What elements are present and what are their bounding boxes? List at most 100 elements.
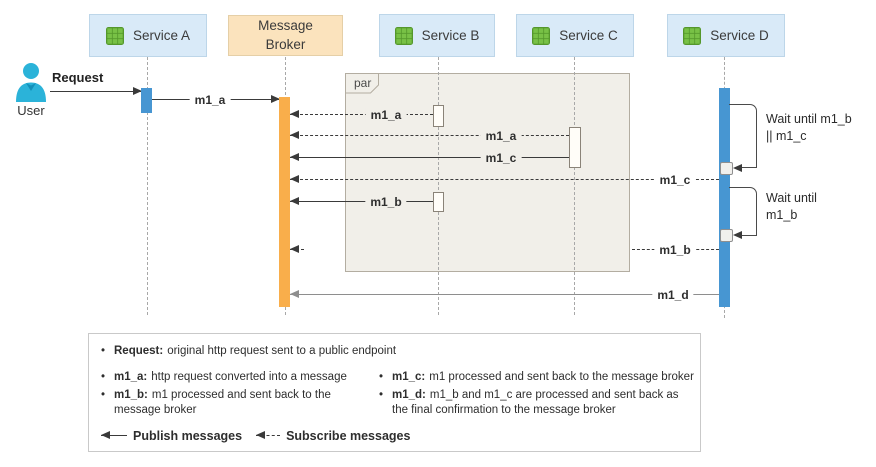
participant-message-broker: Message Broker (228, 15, 343, 56)
legend-box: • Request:original http request sent to … (88, 333, 701, 452)
par-fragment-box (345, 73, 630, 272)
message-label: m1_a (480, 129, 522, 143)
message-label: m1_c (654, 173, 696, 187)
wait-note-line: m1_b (766, 208, 798, 222)
message-m1b-d-to-broker-tail: m1_b (632, 243, 719, 257)
legend-arrow-key: Publish messages Subscribe messages (100, 429, 411, 443)
arrowhead-left-icon (733, 163, 742, 172)
participant-service-b: Service B (379, 14, 495, 57)
participant-label: Message Broker (258, 18, 313, 52)
participant-service-a: Service A (89, 14, 207, 57)
wait-note-2: Wait until m1_b (766, 190, 817, 224)
arrowhead-left-icon (733, 231, 742, 239)
actor-label: User (17, 103, 45, 118)
arrow-line (290, 114, 433, 115)
activation-service-c (568, 127, 581, 168)
participant-label: Service D (710, 28, 769, 43)
lifeline-service-c (573, 57, 575, 315)
message-m1b-d-to-broker-head (289, 244, 304, 255)
arrowhead-left-icon (289, 175, 299, 183)
wait-note-line: Wait until m1_b (766, 112, 852, 126)
participant-service-d: Service D (667, 14, 785, 57)
message-label: m1_c (480, 151, 522, 165)
message-label: m1_d (652, 288, 694, 302)
activation-service-b-1 (432, 105, 444, 127)
arrow-line (290, 157, 569, 158)
message-m1a-b-to-broker: m1_a (289, 108, 433, 122)
arrowhead-left-icon (289, 290, 299, 298)
legend-text: m1 processed and sent back to the messag… (429, 371, 694, 383)
legend-key: Request: (114, 345, 164, 357)
arrowhead-right-icon (270, 95, 280, 103)
legend-key: m1_a: (114, 371, 148, 383)
activation-service-a (141, 88, 152, 113)
legend-text: m1_b and m1_c are processed and sent bac… (392, 389, 679, 416)
message-request-arrow (50, 86, 142, 97)
legend-item-m1a: • m1_a:http request converted into a mes… (101, 370, 377, 385)
request-message-label: Request (52, 70, 104, 85)
arrowhead-left-icon (289, 197, 299, 205)
message-label: m1_a (189, 93, 231, 107)
par-fragment-tab (345, 73, 379, 94)
legend-text: m1 processed and sent back to the messag… (114, 389, 331, 416)
legend-key: m1_b: (114, 389, 148, 401)
grid-service-icon (105, 26, 124, 45)
publish-label: Publish messages (133, 429, 243, 443)
message-label: m1_a (365, 108, 407, 122)
wait-loop-1-bottom (741, 167, 757, 168)
participant-service-c: Service C (516, 14, 634, 57)
message-m1d-d-to-broker: m1_d (289, 288, 719, 302)
activation-message-broker (279, 97, 290, 307)
subscribe-label: Subscribe messages (286, 429, 411, 443)
legend-item-m1b: • m1_b:m1 processed and sent back to the… (101, 388, 377, 418)
bullet-icon: • (379, 389, 384, 401)
bullet-icon: • (101, 345, 106, 357)
legend-item-request: • Request:original http request sent to … (101, 344, 661, 359)
arrow-line (290, 201, 433, 202)
grid-service-icon (394, 26, 413, 45)
legend-text: original http request sent to a public e… (167, 345, 397, 357)
grid-service-icon (532, 26, 551, 45)
wait-marker-1 (719, 162, 733, 175)
wait-loop-2 (729, 187, 757, 235)
participant-label: Service C (559, 28, 618, 43)
user-icon (16, 63, 46, 102)
grid-service-icon (683, 26, 702, 45)
legend-key: m1_d: (392, 389, 426, 401)
activation-service-b-2 (432, 192, 444, 212)
par-fragment-label: par (354, 76, 372, 90)
wait-loop-2-bottom (741, 234, 757, 236)
message-m1c-c-to-broker: m1_c (289, 151, 569, 165)
wait-note-1: Wait until m1_b || m1_c (766, 111, 852, 145)
legend-item-m1c: • m1_c:m1 processed and sent back to the… (379, 370, 697, 385)
bullet-icon: • (379, 371, 384, 383)
arrowhead-left-icon (289, 131, 299, 139)
message-m1a-c-to-broker: m1_a (289, 129, 569, 143)
subscribe-arrow-icon (255, 431, 281, 441)
bullet-icon: • (101, 371, 106, 383)
arrowhead-left-icon (289, 153, 299, 161)
arrow-line (290, 135, 569, 136)
wait-loop-1 (729, 104, 757, 168)
message-m1c-d-to-broker: m1_c (289, 173, 719, 187)
wait-marker-2 (719, 229, 733, 242)
arrowhead-left-icon (289, 110, 299, 118)
legend-key: m1_c: (392, 371, 426, 383)
lifeline-service-a (146, 57, 148, 315)
arrowhead-left-icon (289, 245, 299, 253)
message-label: m1_b (654, 243, 696, 257)
legend-item-m1d: • m1_d:m1_b and m1_c are processed and s… (379, 388, 697, 418)
wait-note-line: Wait until (766, 191, 817, 205)
bullet-icon: • (101, 389, 106, 401)
arrow-line (290, 179, 719, 180)
message-label: m1_b (365, 195, 407, 209)
legend-text: http request converted into a message (151, 371, 347, 383)
arrow-line (50, 91, 141, 92)
participant-label: Service B (421, 28, 480, 43)
arrow-line (290, 294, 719, 295)
message-m1a-a-to-broker: m1_a (152, 93, 280, 107)
message-m1b-b-to-broker: m1_b (289, 195, 433, 209)
publish-arrow-icon (100, 431, 127, 441)
participant-label: Service A (132, 28, 191, 43)
